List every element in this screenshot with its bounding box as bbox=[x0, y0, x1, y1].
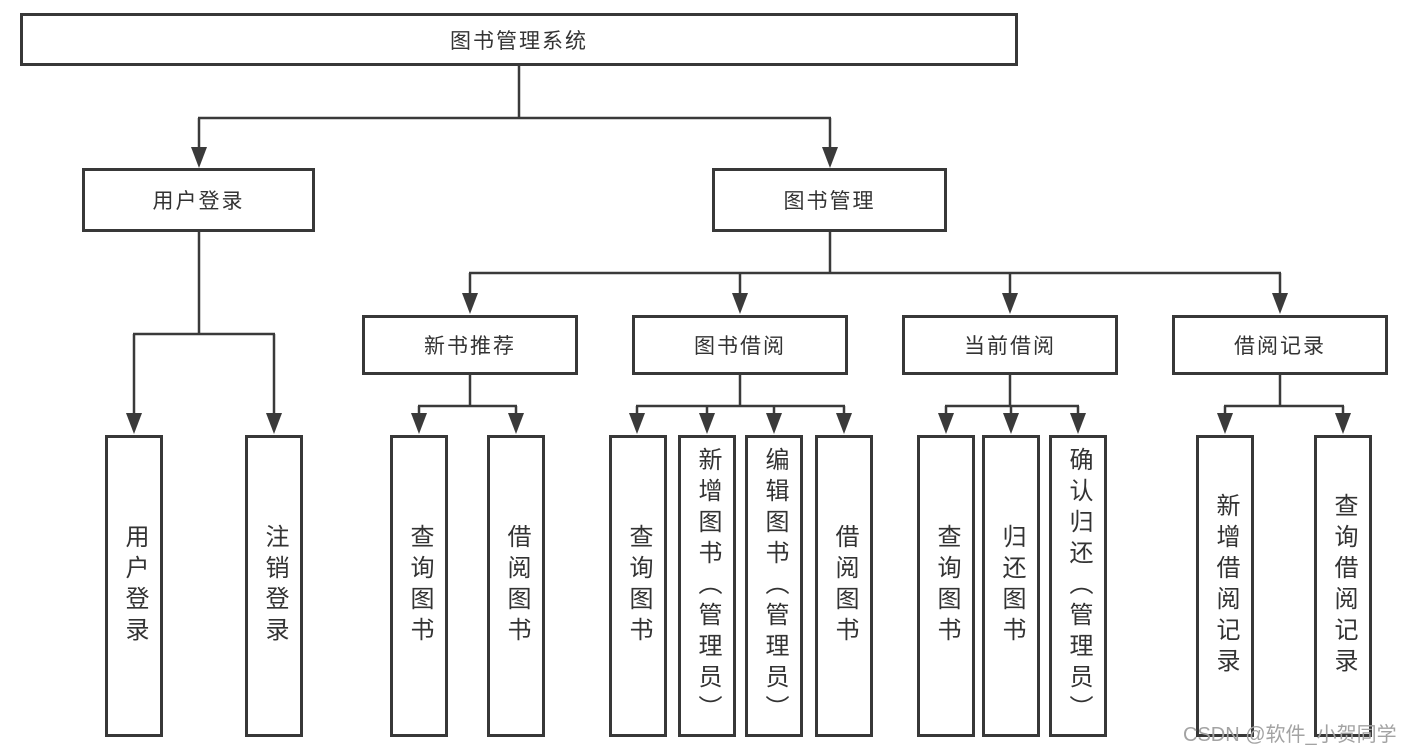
node-label: 查询借阅记录 bbox=[1330, 493, 1357, 679]
node-root-system: 图书管理系统 bbox=[20, 13, 1018, 66]
leaf-user-login: 用户登录 bbox=[105, 435, 163, 737]
leaf-logout: 注销登录 bbox=[245, 435, 303, 737]
node-user-login: 用户登录 bbox=[82, 168, 315, 232]
node-label: 新增借阅记录 bbox=[1212, 493, 1239, 679]
node-label: 编辑图书（管理员） bbox=[761, 446, 788, 726]
node-label: 用户登录 bbox=[121, 524, 148, 648]
node-label: 借阅记录 bbox=[1234, 335, 1326, 358]
leaf-recommend-query-books: 查询图书 bbox=[390, 435, 448, 737]
node-current-borrowing: 当前借阅 bbox=[902, 315, 1118, 375]
node-label: 注销登录 bbox=[261, 524, 288, 648]
leaf-query-borrow-record: 查询借阅记录 bbox=[1314, 435, 1372, 737]
leaf-borrowing-query-books: 查询图书 bbox=[609, 435, 667, 737]
node-label: 图书管理 bbox=[783, 190, 876, 213]
csdn-watermark: CSDN @软件_小贺同学 bbox=[1183, 724, 1397, 746]
node-book-borrowing: 图书借阅 bbox=[632, 315, 848, 375]
leaf-add-books-admin: 新增图书（管理员） bbox=[678, 435, 736, 737]
node-label: 借阅图书 bbox=[831, 524, 858, 648]
leaf-confirm-return-admin: 确认归还（管理员） bbox=[1049, 435, 1107, 737]
node-book-management: 图书管理 bbox=[712, 168, 947, 232]
node-borrow-records: 借阅记录 bbox=[1172, 315, 1388, 375]
node-label: 图书管理系统 bbox=[450, 29, 588, 53]
leaf-borrowing-borrow-books: 借阅图书 bbox=[815, 435, 873, 737]
node-label: 借阅图书 bbox=[503, 524, 530, 648]
node-label: 用户登录 bbox=[152, 190, 245, 213]
node-label: 归还图书 bbox=[998, 524, 1025, 648]
node-label: 新书推荐 bbox=[424, 335, 516, 358]
node-label: 查询图书 bbox=[625, 524, 652, 648]
node-label: 当前借阅 bbox=[964, 335, 1056, 358]
leaf-add-borrow-record: 新增借阅记录 bbox=[1196, 435, 1254, 737]
node-label: 确认归还（管理员） bbox=[1065, 446, 1092, 726]
node-label: 图书借阅 bbox=[694, 335, 786, 358]
leaf-return-books: 归还图书 bbox=[982, 435, 1040, 737]
node-new-book-recommend: 新书推荐 bbox=[362, 315, 578, 375]
leaf-current-query-books: 查询图书 bbox=[917, 435, 975, 737]
node-label: 查询图书 bbox=[933, 524, 960, 648]
leaf-edit-books-admin: 编辑图书（管理员） bbox=[745, 435, 803, 737]
node-label: 查询图书 bbox=[406, 524, 433, 648]
node-label: 新增图书（管理员） bbox=[694, 446, 721, 726]
leaf-recommend-borrow-books: 借阅图书 bbox=[487, 435, 545, 737]
